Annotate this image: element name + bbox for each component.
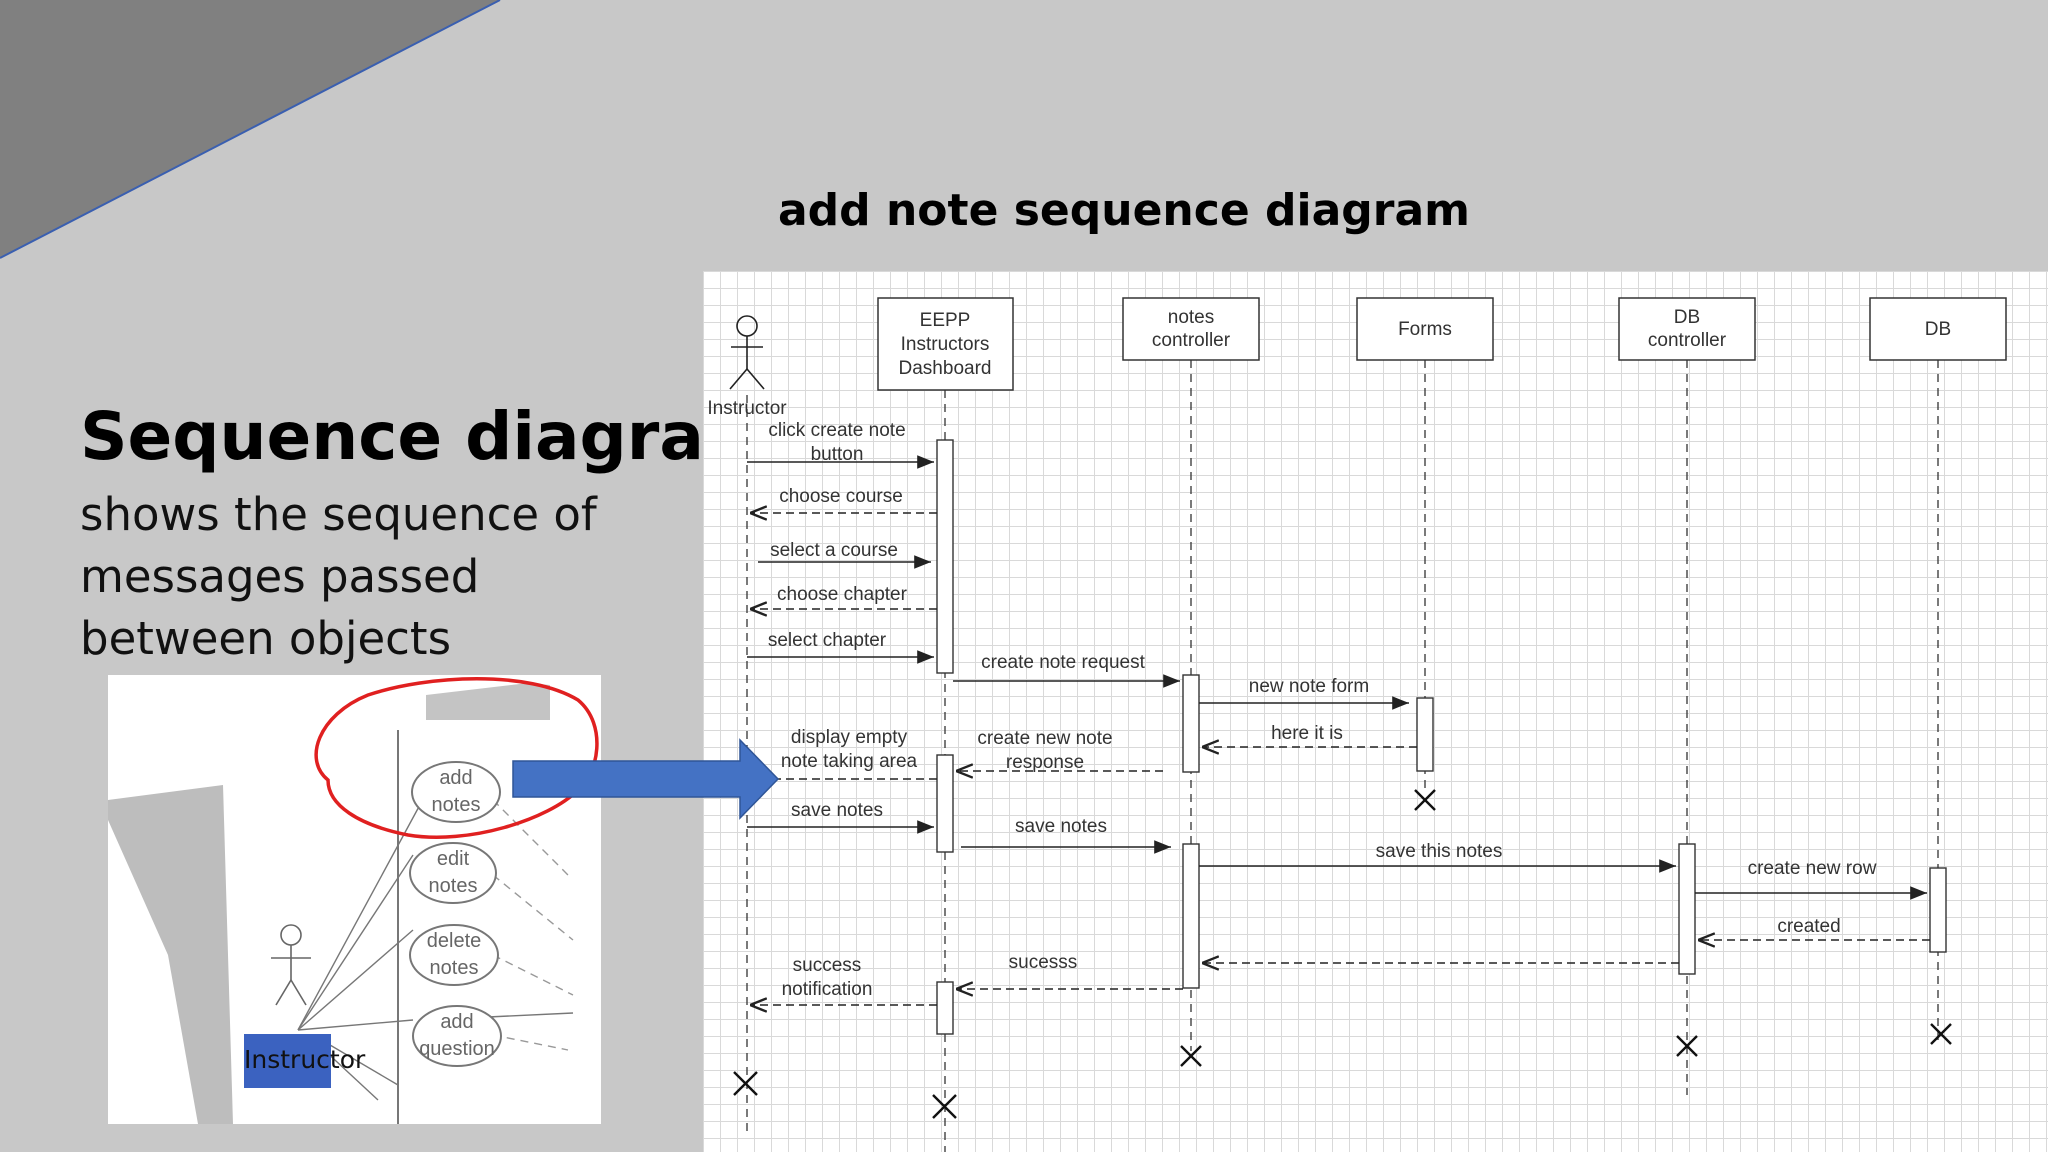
message-label: created <box>1777 916 1840 937</box>
corner-decoration <box>0 0 501 259</box>
message-label: button <box>811 444 864 465</box>
use-case-actor-figure <box>271 924 311 1006</box>
activation-bar <box>1182 674 1200 773</box>
lifeline-label: EEPP <box>920 310 971 331</box>
diagram-title: add note sequence diagram <box>777 185 1470 236</box>
use-case-actor-label: Instructor <box>244 1045 366 1074</box>
destroy-mark <box>1180 1045 1202 1067</box>
lifeline-head-forms: Forms <box>1356 297 1494 361</box>
activation-bar <box>936 981 954 1035</box>
activation-bar <box>1929 867 1947 953</box>
message-label: select chapter <box>768 630 887 651</box>
message-label: notification <box>782 979 873 1000</box>
message-label: success <box>793 955 862 976</box>
lifeline-head-dashboard: EEPP Instructors Dashboard <box>877 297 1014 391</box>
sequence-diagram: Instructor EEPP Instructors Dashboard no… <box>703 271 2048 1152</box>
message-label: sucesss <box>1009 952 1078 973</box>
use-case-edit-notes <box>409 842 497 904</box>
message-label: save this notes <box>1376 841 1503 862</box>
use-case-label: add <box>439 767 472 789</box>
use-case-label: notes <box>429 875 478 897</box>
activation-bar <box>1678 843 1696 975</box>
use-case-label: edit <box>437 848 470 870</box>
lifeline-label: DB <box>1674 307 1700 328</box>
use-case-snippet: add notes edit notes delete notes add qu… <box>108 675 601 1124</box>
message-label: create note request <box>981 652 1145 673</box>
activation-bar <box>1182 843 1200 989</box>
destroy-mark <box>932 1094 957 1119</box>
message-label: note taking area <box>781 751 918 772</box>
use-case-add-question <box>412 1005 502 1067</box>
message-label: display empty <box>791 727 908 748</box>
lifeline-label: controller <box>1648 330 1727 351</box>
slide-heading: Sequence diagram <box>80 398 773 475</box>
lifeline-head-notes-controller: notes controller <box>1122 297 1260 361</box>
lifeline-label: DB <box>1925 319 1951 340</box>
activation-bar <box>936 439 954 674</box>
use-case-label: notes <box>430 957 479 979</box>
destroy-mark <box>733 1071 758 1096</box>
message-label: click create note <box>768 420 905 441</box>
use-case-label: add <box>440 1011 473 1033</box>
use-case-add-notes <box>411 761 501 823</box>
message-label: here it is <box>1271 723 1343 744</box>
message-label: create new note <box>977 728 1112 749</box>
activation-bar <box>1416 697 1434 772</box>
use-case-delete-notes <box>409 924 499 986</box>
destroy-mark <box>1930 1023 1952 1045</box>
message-label: choose course <box>779 486 903 507</box>
message-label: new note form <box>1249 676 1369 697</box>
lifeline-label: Instructors <box>901 334 990 355</box>
lifeline-head-db: DB <box>1869 297 2007 361</box>
use-case-label: notes <box>432 794 481 816</box>
message-label: select a course <box>770 540 898 561</box>
actor-label: Instructor <box>707 398 787 419</box>
actor-stick-figure <box>729 315 765 390</box>
destroy-mark <box>1414 789 1436 811</box>
message-label: save notes <box>791 800 883 821</box>
message-label: response <box>1006 752 1084 773</box>
lifeline-label: controller <box>1152 330 1231 351</box>
slide-subtitle: shows the sequence of messages passed be… <box>80 488 597 665</box>
use-case-label: delete <box>427 930 482 952</box>
lifeline-label: Forms <box>1398 319 1452 340</box>
lifeline-label: notes <box>1168 307 1214 328</box>
use-case-label: question <box>419 1038 495 1060</box>
lifeline-label: Dashboard <box>899 358 992 379</box>
lifeline-head-db-controller: DB controller <box>1618 297 1756 361</box>
message-label: create new row <box>1748 858 1877 879</box>
message-label: save notes <box>1015 816 1107 837</box>
destroy-mark <box>1676 1035 1698 1057</box>
activation-bar <box>936 754 954 853</box>
actor-highlight-box <box>244 1034 331 1088</box>
message-label: choose chapter <box>777 584 908 605</box>
